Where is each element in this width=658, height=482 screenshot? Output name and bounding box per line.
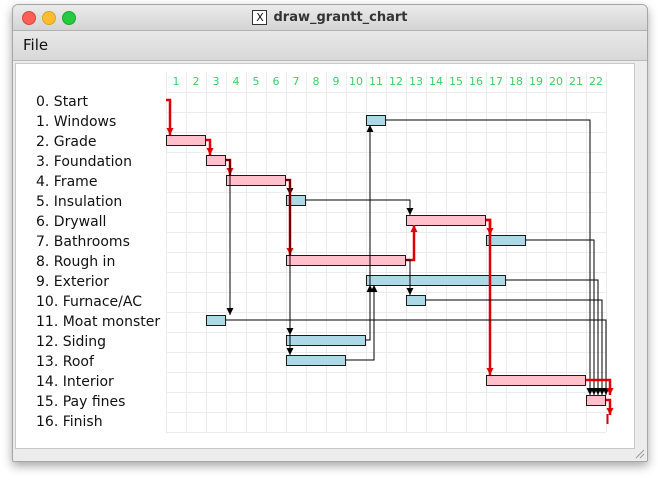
task-bar [286, 255, 406, 266]
column-header: 3 [213, 75, 220, 88]
dependency-link [206, 138, 214, 155]
dependency-link [286, 179, 294, 355]
dependency-link [506, 279, 602, 395]
task-label: 3. Foundation [36, 154, 132, 170]
task-label: 5. Insulation [36, 194, 122, 210]
dependency-link [406, 259, 414, 295]
column-header: 11 [369, 75, 383, 88]
dependency-link [606, 398, 614, 415]
task-label: 1. Windows [36, 114, 116, 130]
column-header: 6 [273, 75, 280, 88]
task-bar [226, 175, 286, 186]
column-header: 21 [569, 75, 583, 88]
column-header: 14 [429, 75, 443, 88]
task-bar [366, 275, 506, 286]
dependency-link [166, 98, 174, 135]
close-button[interactable] [22, 11, 36, 25]
task-label: 4. Frame [36, 174, 97, 190]
task-bar [206, 155, 226, 166]
title-area: X draw_grantt_chart [13, 5, 647, 30]
column-header: 18 [509, 75, 523, 88]
menu-file[interactable]: File [23, 36, 49, 54]
task-label: 6. Drywall [36, 214, 106, 230]
task-label: 13. Roof [36, 354, 95, 370]
task-bar [406, 295, 426, 306]
task-label: 12. Siding [36, 334, 106, 350]
task-label: 16. Finish [36, 414, 103, 430]
task-bar [486, 235, 526, 246]
task-bar [166, 135, 206, 146]
task-label: 2. Grade [36, 134, 97, 150]
column-header: 2 [193, 75, 200, 88]
task-label: 14. Interior [36, 374, 114, 390]
dependency-link [306, 199, 414, 215]
dependency-link [226, 319, 610, 395]
task-label: 7. Bathrooms [36, 234, 130, 250]
column-header: 20 [549, 75, 563, 88]
task-bar [286, 335, 366, 346]
dependency-link [586, 378, 614, 395]
dependency-link [346, 285, 378, 361]
window-title: draw_grantt_chart [273, 10, 408, 25]
task-label: 11. Moat monster [36, 314, 160, 330]
resize-grip-icon[interactable] [633, 447, 645, 459]
column-header: 10 [349, 75, 363, 88]
maximize-button[interactable] [62, 11, 76, 25]
column-header: 22 [589, 75, 603, 88]
task-bar [486, 375, 586, 386]
task-label: 15. Pay fines [36, 394, 125, 410]
column-header: 16 [469, 75, 483, 88]
task-bar [586, 395, 606, 406]
dependency-link [486, 218, 494, 375]
column-header: 1 [173, 75, 180, 88]
column-header: 8 [313, 75, 320, 88]
task-bar [286, 355, 346, 366]
task-bar [366, 115, 386, 126]
dependency-link [386, 119, 594, 395]
column-header: 9 [333, 75, 340, 88]
task-label: 0. Start [36, 94, 89, 110]
task-label: 8. Rough in [36, 254, 115, 270]
task-label: 9. Exterior [36, 274, 109, 290]
dependency-link [366, 285, 374, 341]
column-header: 5 [253, 75, 260, 88]
dependency-link [426, 299, 606, 395]
title-bar[interactable]: X draw_grantt_chart [13, 5, 647, 31]
minimize-button[interactable] [42, 11, 56, 25]
column-header: 15 [449, 75, 463, 88]
column-header: 12 [389, 75, 403, 88]
column-header: 4 [233, 75, 240, 88]
task-bar [206, 315, 226, 326]
task-bar [286, 195, 306, 206]
column-header: 17 [489, 75, 503, 88]
task-bar [406, 215, 486, 226]
task-label: 10. Furnace/AC [36, 294, 142, 310]
column-header: 19 [529, 75, 543, 88]
x11-app-icon: X [252, 10, 268, 25]
dependency-link [226, 159, 234, 315]
column-header: 13 [409, 75, 423, 88]
menu-bar: File [13, 31, 647, 61]
dependency-link [406, 225, 418, 262]
dependency-link [526, 239, 598, 395]
column-header: 7 [293, 75, 300, 88]
